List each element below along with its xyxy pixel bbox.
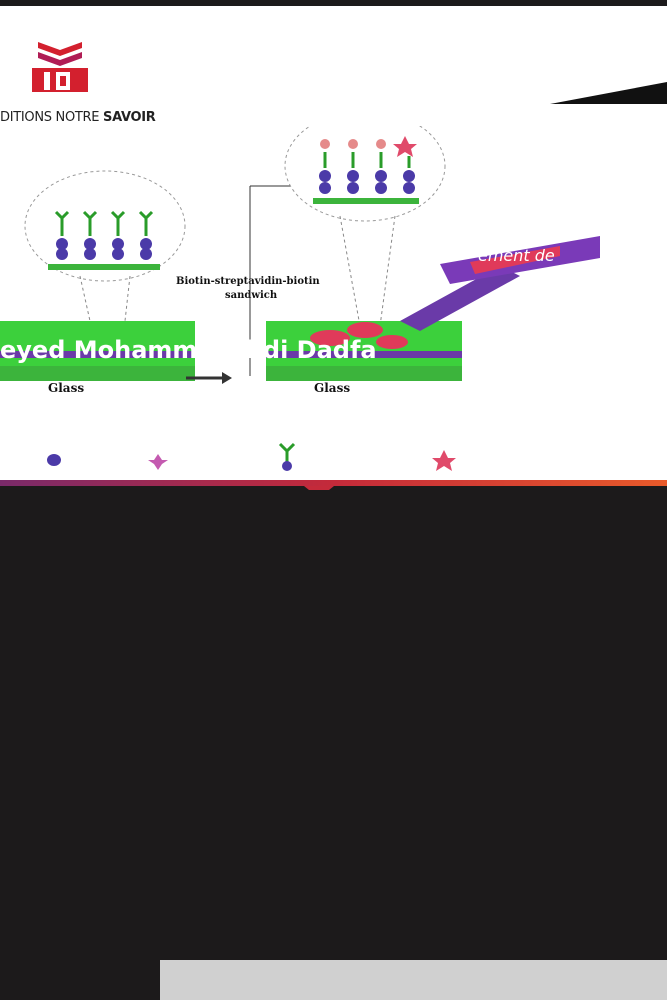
decorative-wedge: [550, 82, 667, 104]
substrate-label-left: Glass: [48, 381, 84, 395]
streptavidin-icon: [47, 454, 61, 466]
right-probe-columns: [313, 136, 419, 204]
top-border: [0, 0, 667, 6]
publisher-logo-icon: [32, 42, 88, 92]
substrate-label-right: Glass: [314, 381, 350, 395]
color-divider: [0, 480, 667, 490]
barcode-area: [160, 960, 667, 1000]
antibody-icon: [278, 442, 296, 462]
biotin-icon: [148, 454, 168, 470]
author-name: eyed Mohamm Mahdi Dadfa: [0, 336, 377, 364]
title-fragment-1: s de réac: [510, 222, 584, 241]
sandwich-label: Biotin-streptavidin-biotin: [176, 276, 320, 287]
title-fragment-2: ement de: [478, 246, 555, 265]
biosensor-diagram: Glass Biotin-streptavidin-biotin sandwic…: [0, 126, 600, 471]
publisher-name: DITIONS NOTRE SAVOIR: [0, 110, 156, 125]
book-cover-front: DITIONS NOTRE SAVOIR G: [0, 6, 667, 480]
sandwich-label-2: sandwich: [225, 290, 278, 301]
enzyme-icon: [432, 450, 456, 471]
left-probe-columns: [48, 210, 160, 270]
